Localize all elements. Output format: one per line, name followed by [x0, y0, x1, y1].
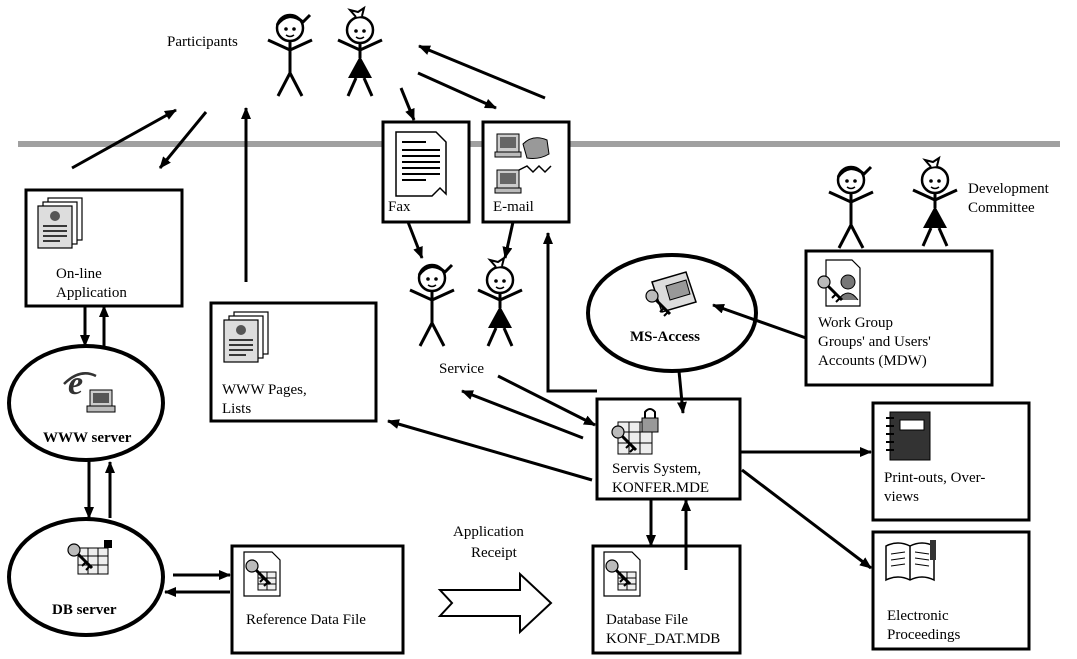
www-server-label: WWW server — [43, 430, 132, 446]
application-receipt-label-2: Receipt — [471, 545, 517, 561]
arrow-participants-to-email — [417, 71, 497, 110]
service-boy-icon — [408, 263, 456, 348]
connector-arrows — [71, 44, 872, 597]
electronic-proceedings-label-2: Proceedings — [887, 627, 961, 643]
printouts-label-2: views — [884, 489, 919, 505]
www-pages-label-2: Lists — [222, 401, 252, 417]
participant-girl-icon — [336, 6, 384, 98]
service-girl-icon — [476, 256, 524, 348]
email-computer-icon — [494, 133, 552, 194]
book-icon — [885, 540, 936, 582]
arrow-participants-to-online — [158, 111, 208, 169]
work-group-label-3: Accounts (MDW) — [818, 353, 927, 369]
application-receipt-label-1: Application — [453, 524, 524, 540]
fax-label: Fax — [388, 199, 411, 215]
servis-system-label-2: KONFER.MDE — [612, 480, 710, 496]
www-pages-label-1: WWW Pages, — [222, 382, 307, 398]
ms-access-label: MS-Access — [630, 329, 700, 345]
arrow-email-to-participants — [418, 44, 546, 100]
participant-boy-icon — [266, 13, 314, 98]
workgroup-icon — [816, 259, 861, 307]
email-label: E-mail — [493, 199, 534, 215]
locked-table-icon — [610, 408, 659, 455]
participants-label: Participants — [167, 34, 238, 50]
arrow-fax-to-service — [406, 221, 424, 259]
online-application-label-2: Application — [56, 285, 127, 301]
arrow-msaccess-to-servis — [676, 370, 687, 414]
database-file-label-2: KONF_DAT.MDB — [606, 631, 721, 647]
reference-data-file-label: Reference Data File — [246, 612, 366, 628]
arrow-service-to-servis — [497, 374, 596, 427]
fax-icon — [395, 131, 447, 197]
arrow-servis-to-service — [461, 389, 584, 440]
db-server-ellipse — [7, 517, 165, 637]
www-pages-document-icon — [223, 311, 269, 363]
arrow-servis-to-email — [543, 232, 597, 393]
work-group-box — [804, 249, 994, 387]
printouts-label-1: Print-outs, Over- — [884, 470, 986, 486]
database-table-icon — [604, 552, 640, 596]
svg-text:e: e — [68, 365, 83, 402]
arrow-servis-to-wwwpages — [387, 419, 593, 482]
reference-data-file-box — [230, 544, 405, 655]
committee-girl-icon — [911, 156, 959, 248]
development-committee-label-2: Committee — [968, 200, 1035, 216]
service-label: Service — [439, 361, 484, 377]
work-group-label-1: Work Group — [818, 315, 894, 331]
arrow-servis-to-proceedings — [741, 468, 872, 570]
ms-access-ellipse — [586, 253, 758, 373]
notebook-icon — [886, 411, 931, 461]
development-committee-label-1: Development — [968, 181, 1049, 197]
work-group-label-2: Groups' and Users' — [818, 334, 931, 350]
online-application-label-1: On-line — [56, 266, 102, 282]
database-server-icon — [66, 540, 112, 575]
committee-boy-icon — [827, 165, 875, 250]
arrow-workgroup-to-msaccess — [712, 303, 807, 340]
database-file-label-1: Database File — [606, 612, 689, 628]
arrow-online-to-participants — [71, 108, 177, 170]
electronic-proceedings-label-1: Electronic — [887, 608, 949, 624]
arrow-participants-to-fax — [399, 87, 416, 121]
access-key-icon — [644, 271, 697, 318]
reference-table-icon — [244, 552, 280, 596]
servis-system-label-1: Servis System, — [612, 461, 702, 477]
application-receipt-arrow — [437, 571, 553, 635]
arrow-email-to-service — [502, 221, 515, 259]
ie-computer-icon: e — [63, 365, 116, 413]
document-stack-icon — [37, 197, 83, 249]
db-server-label: DB server — [52, 602, 117, 618]
